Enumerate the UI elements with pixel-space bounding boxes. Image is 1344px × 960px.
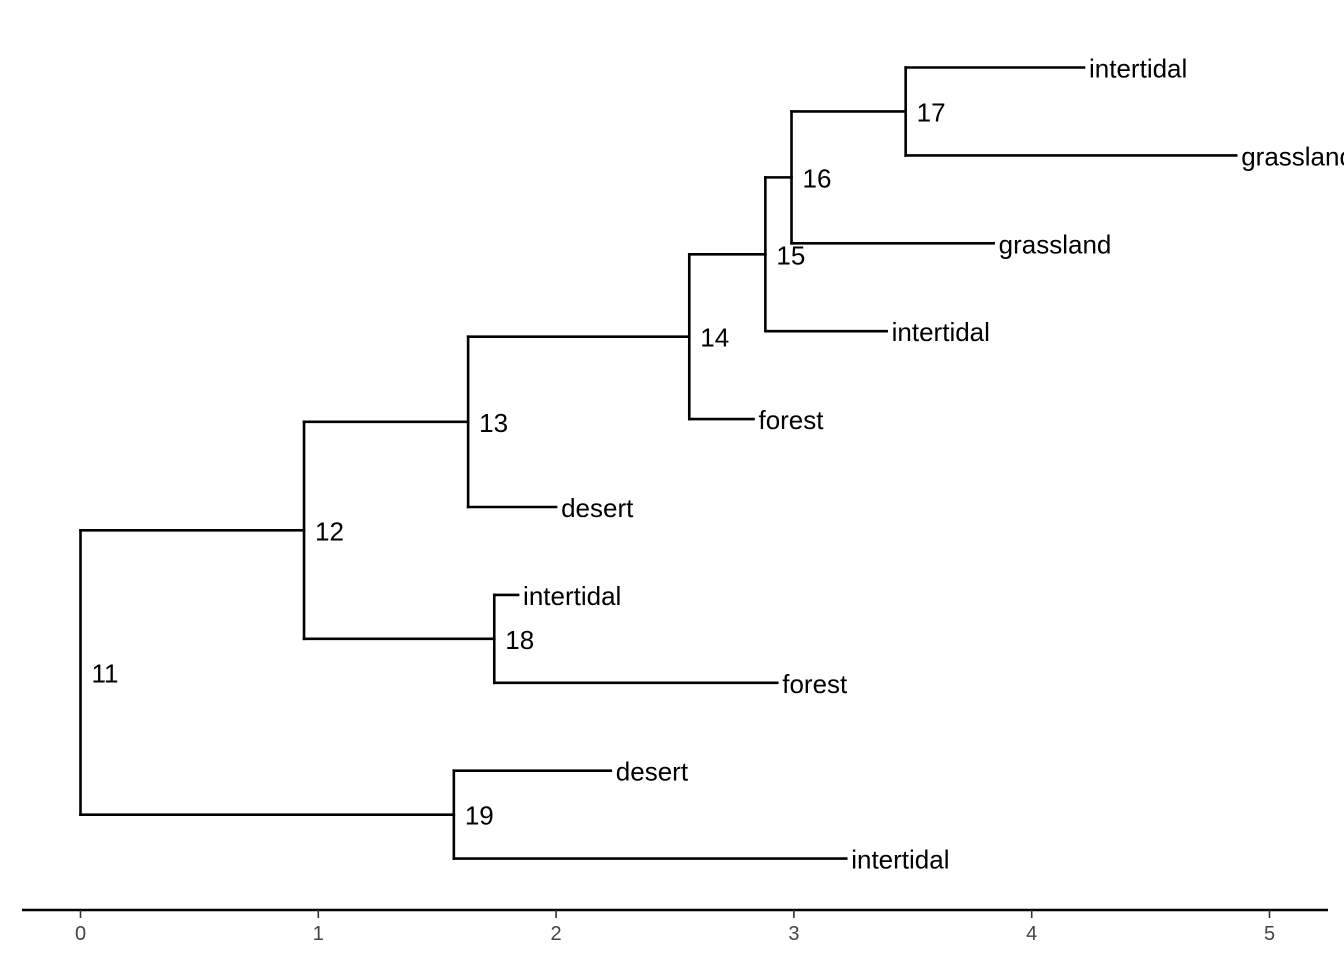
node-label-11: 11	[92, 658, 119, 688]
x-tick-label: 3	[788, 923, 799, 945]
node-label-16: 16	[803, 163, 832, 193]
x-tick-label: 1	[313, 923, 324, 945]
node-label-14: 14	[700, 323, 729, 353]
node-label-18: 18	[505, 625, 534, 655]
tip-label: intertidal	[523, 581, 621, 611]
node-label-15: 15	[776, 240, 805, 270]
tip-label: grassland	[1241, 141, 1344, 171]
node-label-13: 13	[479, 408, 508, 438]
tip-label: intertidal	[892, 317, 990, 347]
tip-labels: intertidal grassland grassland intertidal fo…	[523, 54, 1344, 875]
tip-label: forest	[758, 405, 824, 435]
x-tick-label: 5	[1264, 923, 1275, 945]
node-labels: 11 12 13 14 15 16 17 18 19	[92, 97, 946, 830]
tip-label: intertidal	[851, 845, 949, 875]
x-tick-label: 4	[1026, 923, 1037, 945]
tip-label: intertidal	[1089, 54, 1187, 84]
tip-label: desert	[616, 757, 689, 787]
node-label-12: 12	[315, 516, 344, 546]
branches	[79, 66, 1238, 860]
tip-label: grassland	[999, 229, 1112, 259]
tip-label: desert	[561, 493, 634, 523]
x-axis: 0 1 2 3 4 5	[22, 908, 1328, 945]
x-tick-label: 0	[75, 923, 86, 945]
x-tick-label: 2	[551, 923, 562, 945]
node-label-19: 19	[465, 801, 494, 831]
node-label-17: 17	[917, 97, 946, 127]
tip-label: forest	[782, 669, 848, 699]
